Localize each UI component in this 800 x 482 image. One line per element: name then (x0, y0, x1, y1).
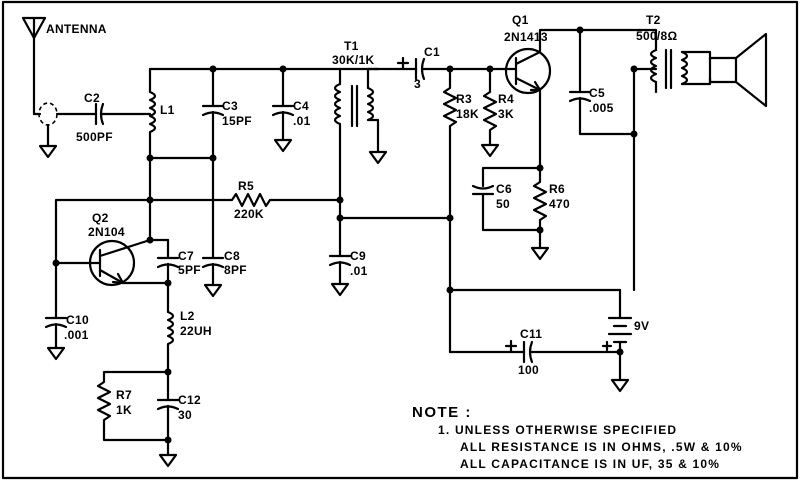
q2-transistor (54, 238, 152, 287)
r7-label: R7 (116, 388, 132, 402)
c5-capacitor (568, 28, 636, 136)
q2-value: 2N104 (88, 225, 125, 239)
r6-value: 470 (549, 197, 570, 211)
c10-capacitor (44, 316, 68, 361)
c9-capacitor (328, 218, 352, 297)
r3-value: 18K (456, 107, 479, 121)
c3-label: C3 (222, 99, 238, 113)
c5-label: C5 (589, 86, 605, 100)
c11-capacitor (448, 339, 622, 364)
c8-label: C8 (224, 249, 240, 263)
c6-capacitor (471, 166, 542, 232)
r5-label: R5 (238, 179, 254, 193)
c8-capacitor (201, 156, 225, 298)
c1-value: 3 (414, 77, 421, 91)
r5-resistor (148, 192, 342, 208)
c9-value: .01 (350, 264, 368, 278)
r6-label: R6 (549, 182, 565, 196)
c11-value: 100 (518, 363, 539, 377)
r5-value: 220K (234, 207, 264, 221)
c1-label: C1 (424, 45, 440, 59)
t2-transformer (578, 28, 712, 292)
note-line-1: 1. UNLESS OTHERWISE SPECIFIED (438, 423, 677, 437)
note-heading: NOTE : (412, 404, 472, 421)
c2-value: 500PF (76, 130, 113, 144)
c2-capacitor (38, 102, 152, 159)
c4-value: .01 (293, 114, 311, 128)
r4-resistor (480, 67, 500, 158)
c4-capacitor (271, 67, 295, 153)
c12-label: C12 (178, 393, 201, 407)
t1-transformer (333, 67, 388, 222)
c1-capacitor (376, 56, 507, 81)
antenna-label: ANTENNA (46, 22, 107, 36)
r3-label: R3 (456, 92, 472, 106)
r4-value: 3K (498, 107, 514, 121)
r3-resistor (442, 67, 458, 354)
l1-coil (148, 67, 157, 242)
battery-symbol (601, 316, 633, 393)
c3-value: 15PF (222, 114, 252, 128)
q2-base-wire (54, 198, 152, 320)
l2-label: L2 (180, 309, 195, 323)
battery-label: 9V (634, 319, 649, 333)
q1-transistor (503, 28, 582, 170)
q2-label: Q2 (92, 211, 109, 225)
t1-label: T1 (344, 39, 359, 53)
r4-label: R4 (498, 92, 514, 106)
antenna-symbol (21, 16, 47, 116)
c7-value: 5PF (178, 263, 201, 277)
r7-resistor (96, 370, 170, 442)
c10-label: C10 (66, 313, 89, 327)
c10-value: .001 (64, 328, 89, 342)
c12-capacitor (156, 370, 180, 468)
c7-capacitor (148, 238, 180, 285)
c2-label: C2 (84, 91, 100, 105)
c7-label: C7 (178, 249, 194, 263)
t1-value: 30K/1K (332, 53, 375, 67)
t2-value: 500/8Ω (636, 29, 678, 43)
q1-label: Q1 (512, 13, 529, 27)
l2-value: 22UH (180, 324, 212, 338)
c8-value: 8PF (224, 263, 247, 277)
l1-label: L1 (160, 103, 175, 117)
c6-value: 50 (496, 197, 510, 211)
c4-label: C4 (293, 99, 309, 113)
c9-label: C9 (350, 249, 366, 263)
q1-value: 2N1413 (504, 30, 548, 44)
t2-label: T2 (646, 13, 661, 27)
note-line-3: ALL CAPACITANCE IS IN UF, 35 & 10% (460, 457, 720, 471)
l2-coil (166, 281, 175, 374)
note-line-2: ALL RESISTANCE IS IN OHMS, .5W & 10% (460, 440, 743, 454)
r6-resistor (530, 166, 550, 261)
r7-value: 1K (116, 403, 132, 417)
speaker-icon (708, 32, 768, 108)
c5-value: .005 (589, 101, 614, 115)
c12-value: 30 (178, 408, 192, 422)
c11-label: C11 (520, 327, 542, 341)
c6-label: C6 (496, 182, 512, 196)
